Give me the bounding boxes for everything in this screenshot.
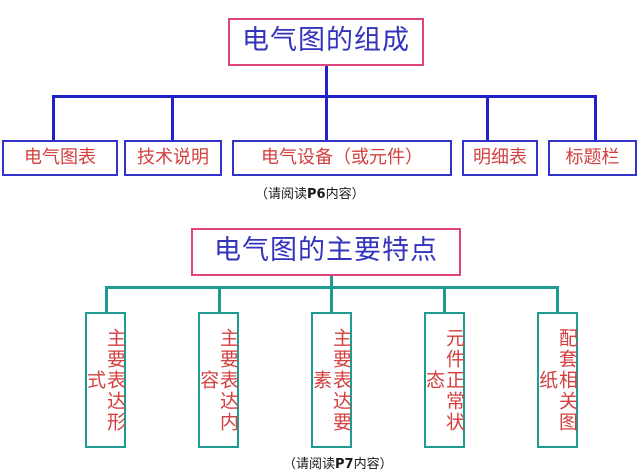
connector-drop-composition-2	[171, 95, 174, 141]
section-composition-title: 电气图的组成	[228, 18, 424, 66]
connector-drop-features-2	[218, 286, 221, 313]
node-composition-4[interactable]: 明细表	[462, 140, 538, 176]
connector-drop-features-4	[443, 286, 446, 313]
connector-bus-composition	[52, 95, 597, 98]
node-composition-3[interactable]: 电气设备（或元件）	[232, 140, 452, 176]
caption-composition: （请阅读P6内容）	[255, 187, 365, 202]
node-features-1[interactable]: 主要表达形式	[84, 312, 126, 448]
section-features-title: 电气图的主要特点	[191, 228, 461, 276]
node-composition-5[interactable]: 标题栏	[548, 140, 637, 176]
connector-stem-features	[330, 276, 333, 288]
node-features-2[interactable]: 主要表达内容	[197, 312, 239, 448]
connector-drop-composition-4	[486, 95, 489, 141]
node-features-4[interactable]: 元件正常状态	[423, 312, 465, 448]
connector-drop-composition-5	[594, 95, 597, 141]
connector-drop-composition-3	[325, 95, 328, 141]
node-features-5[interactable]: 配套相关图纸	[536, 312, 578, 448]
connector-drop-features-1	[105, 286, 108, 313]
connector-drop-features-5	[556, 286, 559, 313]
node-composition-1[interactable]: 电气图表	[2, 140, 118, 176]
connector-drop-composition-1	[52, 95, 55, 141]
node-composition-2[interactable]: 技术说明	[124, 140, 222, 176]
caption-features: （请阅读P7内容）	[283, 457, 393, 472]
node-features-3[interactable]: 主要表达要素	[310, 312, 352, 448]
connector-stem-composition	[325, 66, 328, 97]
connector-drop-features-3	[330, 286, 333, 313]
